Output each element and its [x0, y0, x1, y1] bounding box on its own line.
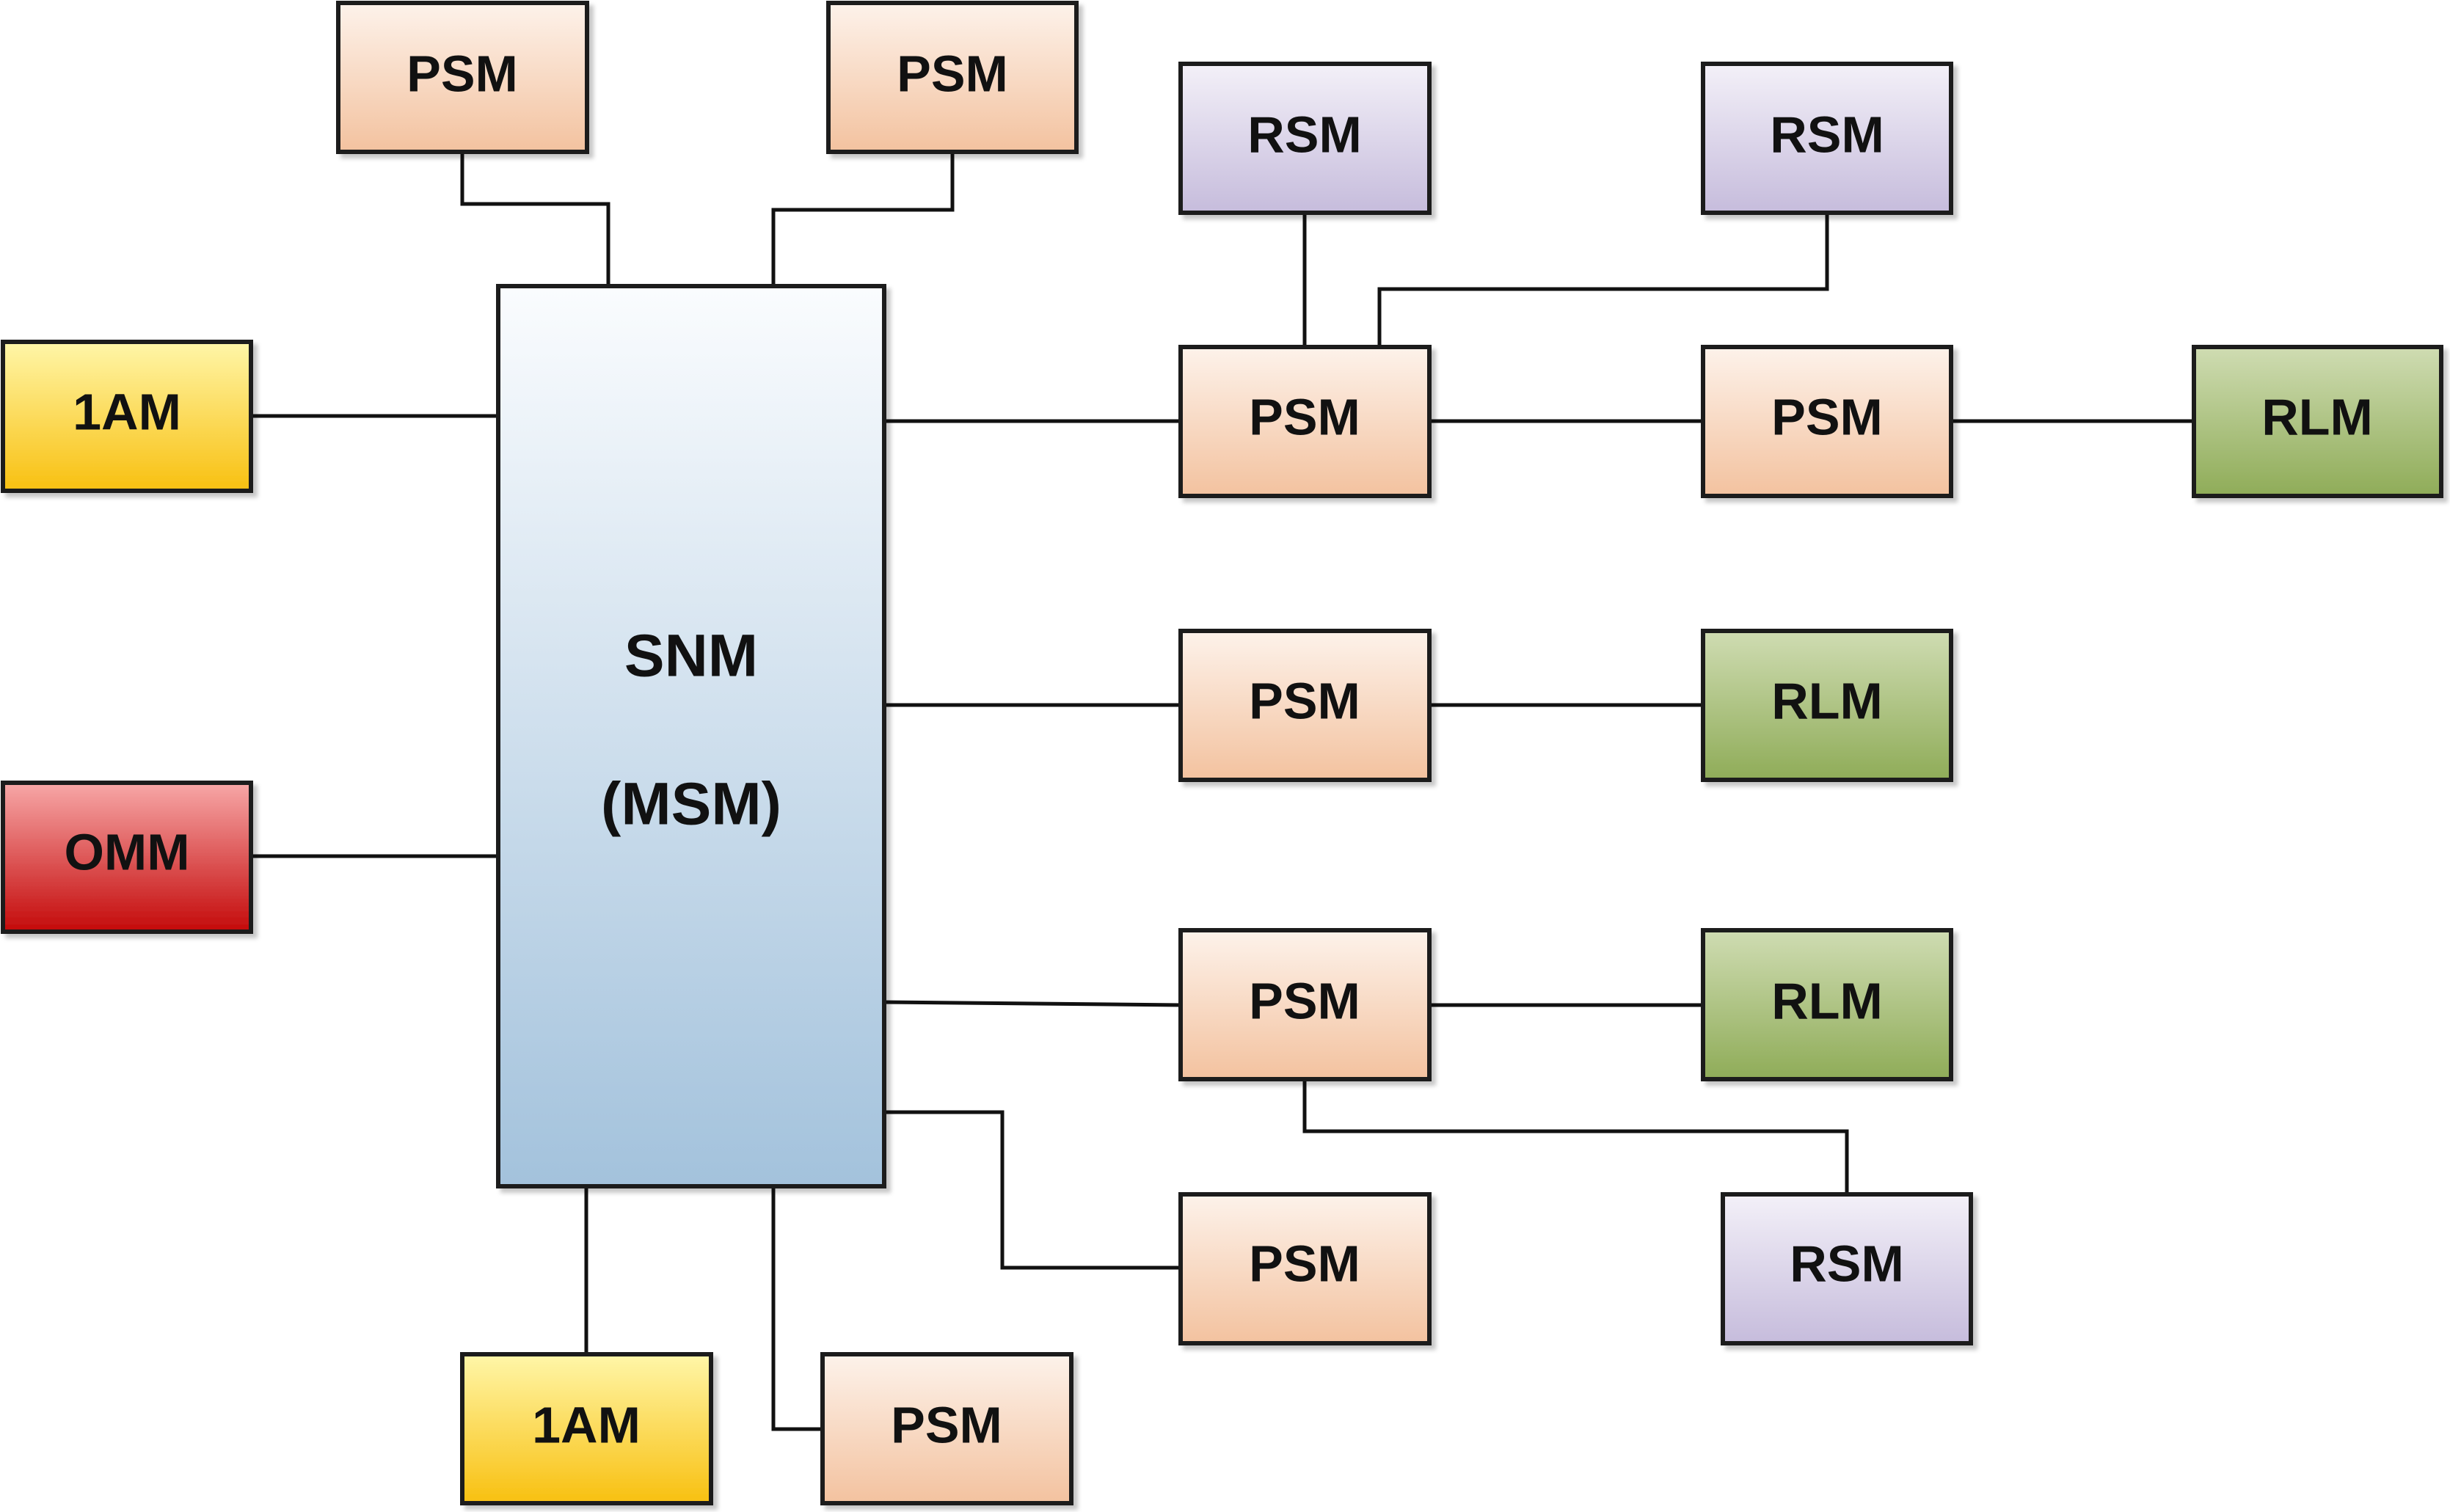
psm-label: PSM: [1249, 972, 1360, 1029]
psm-box: [336, 1, 589, 154]
am-node-left[interactable]: 1AM: [1, 340, 253, 493]
psm-label: PSM: [1249, 672, 1360, 729]
omm-label: OMM: [64, 823, 189, 880]
rsm-label: RSM: [1247, 106, 1362, 163]
psm-label: PSM: [1249, 1235, 1360, 1292]
psm-node-row3[interactable]: PSM: [1178, 928, 1432, 1081]
psm-node-row1-b[interactable]: PSM: [1701, 345, 1953, 498]
am-node-bottom[interactable]: 1AM: [460, 1352, 713, 1505]
rsm-label: RSM: [1790, 1235, 1904, 1292]
psm-box: [1701, 345, 1953, 498]
rsm-node-top-1[interactable]: RSM: [1178, 62, 1432, 215]
rlm-box: [1701, 629, 1953, 782]
psm-label: PSM: [406, 45, 518, 102]
psm-node-row1-a[interactable]: PSM: [1178, 345, 1432, 498]
rsm-node-top-2[interactable]: RSM: [1701, 62, 1953, 215]
psm-label: PSM: [1771, 388, 1883, 445]
omm-node-left[interactable]: OMM: [1, 781, 253, 934]
rlm-label: RLM: [1771, 972, 1883, 1029]
psm-label: PSM: [897, 45, 1008, 102]
psm-node-row2[interactable]: PSM: [1178, 629, 1432, 782]
snm-label: SNM: [624, 623, 758, 690]
am-label: 1AM: [532, 1396, 641, 1453]
edge-rsm-top-2-psm-row1-a: [1377, 213, 1829, 347]
rlm-node-row1[interactable]: RLM: [2192, 345, 2443, 498]
connectors: [251, 152, 2194, 1431]
rlm-box: [1701, 928, 1953, 1081]
snm-sub-label: (MSM): [601, 771, 781, 838]
rsm-box: [1721, 1192, 1973, 1345]
psm-box: [1178, 928, 1432, 1081]
rsm-node-row4[interactable]: RSM: [1721, 1192, 1973, 1345]
rsm-label: RSM: [1770, 106, 1884, 163]
psm-box: [826, 1, 1079, 154]
psm-node-bottom[interactable]: PSM: [820, 1352, 1073, 1505]
snm-node[interactable]: SNM (MSM): [496, 284, 886, 1188]
edge-psm-row3-rsm-row4: [1302, 1079, 1849, 1194]
edge-snm-psm-row3: [883, 1000, 1181, 1007]
edge-psm-top-left-snm: [460, 152, 610, 286]
rlm-node-row2[interactable]: RLM: [1701, 629, 1953, 782]
edge-psm-top-right-snm: [771, 152, 955, 286]
psm-box: [1178, 629, 1432, 782]
psm-node-top-right[interactable]: PSM: [826, 1, 1079, 154]
edge-snm-psm-row4: [884, 1110, 1181, 1270]
rsm-box: [1701, 62, 1953, 215]
psm-node-top-left[interactable]: PSM: [336, 1, 589, 154]
rlm-label: RLM: [2261, 388, 2373, 445]
rlm-node-row3[interactable]: RLM: [1701, 928, 1953, 1081]
psm-node-row4[interactable]: PSM: [1178, 1192, 1432, 1345]
omm-box: [1, 781, 253, 934]
psm-box: [820, 1352, 1073, 1505]
psm-box: [1178, 345, 1432, 498]
edge-snm-psm-bottom: [771, 1186, 823, 1431]
am-label: 1AM: [73, 383, 181, 440]
snm-box: [496, 284, 886, 1188]
am-box: [1, 340, 253, 493]
psm-box: [1178, 1192, 1432, 1345]
rsm-box: [1178, 62, 1432, 215]
rlm-label: RLM: [1771, 672, 1883, 729]
psm-label: PSM: [1249, 388, 1360, 445]
am-box: [460, 1352, 713, 1505]
rlm-box: [2192, 345, 2443, 498]
psm-label: PSM: [891, 1396, 1002, 1453]
